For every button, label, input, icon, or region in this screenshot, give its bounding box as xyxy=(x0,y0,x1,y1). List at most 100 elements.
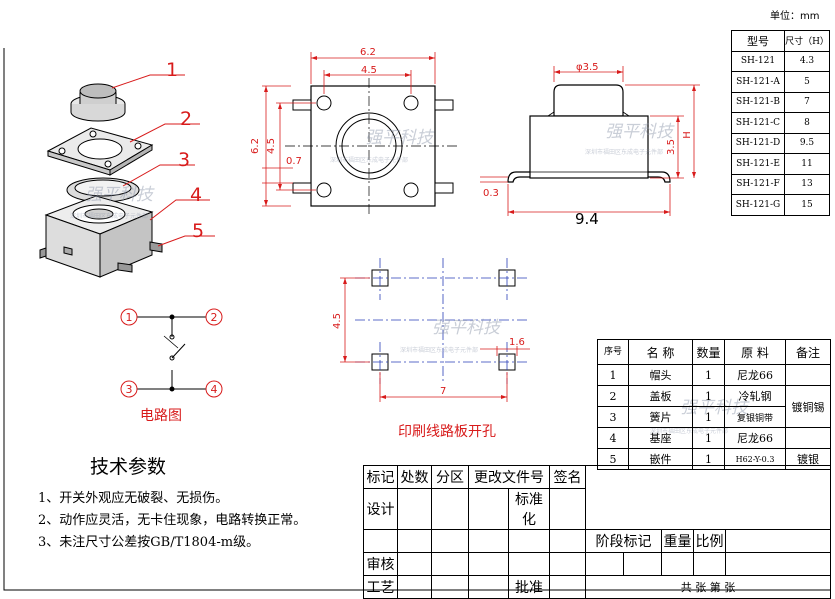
model-cell: SH-121-E xyxy=(731,153,785,175)
circuit-diagram xyxy=(137,314,206,392)
title-scale: 比例 xyxy=(693,529,726,553)
size-cell: 4.3 xyxy=(784,50,830,72)
bom-note xyxy=(785,364,831,386)
dim-pcb-pad: 1.6 xyxy=(509,337,525,348)
title-mark: 标记 xyxy=(363,465,398,489)
part-leaders xyxy=(111,74,215,247)
model-cell: SH-121-B xyxy=(731,91,785,113)
tech-item-3: 3、未注尺寸公差按GB/T1804-m级。 xyxy=(38,535,260,550)
title-blank xyxy=(585,465,831,530)
watermark-name: 强平科技 xyxy=(605,122,675,142)
size-cell: 11 xyxy=(784,153,830,175)
model-header-size: 尺寸（H） xyxy=(784,30,830,52)
circuit-node-3: 3 xyxy=(126,383,133,396)
exploded-view xyxy=(39,83,163,278)
size-cell: 5 xyxy=(784,71,830,93)
bom-header-note: 备注 xyxy=(785,339,831,365)
bom-material: 冷轧钢 xyxy=(724,385,786,407)
watermark-name: 强平科技 xyxy=(85,185,155,205)
watermark-2: 强平科技 深圳市福田区东成电子元件部 xyxy=(330,128,435,164)
watermark-subtitle: 深圳市福田区东成电子元件部 xyxy=(330,156,408,164)
cap-part xyxy=(70,83,126,122)
cover-plate-part xyxy=(46,127,154,176)
size-cell: 8 xyxy=(784,112,830,134)
bom-name: 盖板 xyxy=(628,385,693,407)
watermark-1: 强平科技 深圳市福田区东成电子元件部 xyxy=(70,185,155,220)
title-weight: 重量 xyxy=(661,529,694,553)
model-table-header: 型号 尺寸（H） xyxy=(731,30,830,52)
size-cell: 15 xyxy=(784,194,830,216)
circuit-nodes xyxy=(120,308,223,398)
part-label-3: 3 xyxy=(178,149,190,171)
title-block: 标记 处数 分区 更改文件号 签名 设计 标准化 阶段标记 重量 比例 审核 工… xyxy=(363,465,831,599)
table-row: 2 盖板 1 冷轧钢 镀铜锡 xyxy=(597,385,831,428)
dim-side-height-outer: 6.2 xyxy=(250,138,261,154)
side-view-dims xyxy=(480,66,700,216)
bom-name: 嵌件 xyxy=(628,448,693,470)
model-cell: SH-121-D xyxy=(731,132,785,154)
circuit-node-1: 1 xyxy=(126,311,133,324)
tech-item-1: 1、开关外观应无破裂、无损伤。 xyxy=(38,491,229,506)
dim-top-width-inner: 4.5 xyxy=(361,65,377,76)
model-cell: SH-121-A xyxy=(731,71,785,93)
title-count: 处数 xyxy=(397,465,432,489)
dim-body-height: 3.5 xyxy=(666,139,677,155)
tech-title: 技术参数 xyxy=(90,456,167,478)
table-row: 4 基座 1 尼龙66 xyxy=(597,427,831,449)
bom-note: 镀铜锡 xyxy=(785,385,831,428)
dim-height-var: H xyxy=(682,131,693,139)
title-approve: 批准 xyxy=(508,575,550,599)
bom-index: 3 xyxy=(597,406,629,428)
model-cell: SH-121-G xyxy=(731,194,785,216)
watermark-3: 强平科技 深圳市福田区东成电子元件部 xyxy=(585,122,675,156)
model-header-type: 型号 xyxy=(731,30,785,52)
unit-label: 单位：mm xyxy=(770,11,820,22)
bom-note xyxy=(785,427,831,449)
title-stage: 阶段标记 xyxy=(585,529,662,553)
bom-name: 帽头 xyxy=(628,364,693,386)
pcb-dims xyxy=(340,277,530,402)
watermark-name: 强平科技 xyxy=(432,318,502,338)
top-view-dims xyxy=(262,52,436,207)
title-sign: 签名 xyxy=(549,465,586,489)
bom-material: 尼龙66 xyxy=(724,427,786,449)
title-row: 审核 xyxy=(363,552,831,576)
bom-qty: 1 xyxy=(692,385,725,407)
bom-table: 序号 名 称 数量 原 料 备注 1 帽头 1 尼龙66 2 盖板 1 冷轧钢 … xyxy=(597,339,831,470)
bom-index: 2 xyxy=(597,385,629,407)
dim-pin-thickness: 0.3 xyxy=(483,188,499,199)
part-label-5: 5 xyxy=(192,220,204,242)
bom-header: 序号 名 称 数量 原 料 备注 xyxy=(597,339,831,365)
bom-material: 尼龙66 xyxy=(724,364,786,386)
watermark-subtitle: 深圳市福田区东成电子元件部 xyxy=(400,346,478,354)
title-row: 设计 标准化 xyxy=(363,488,831,530)
bom-material: 复银铜带 xyxy=(724,406,786,428)
bom-header-qty: 数量 xyxy=(692,339,725,365)
bom-header-index: 序号 xyxy=(597,339,629,365)
part-label-4: 4 xyxy=(190,184,202,206)
size-cell: 13 xyxy=(784,173,830,195)
bom-name: 基座 xyxy=(628,427,693,449)
circuit-node-4: 4 xyxy=(211,383,218,396)
size-cell: 9.5 xyxy=(784,132,830,154)
title-design: 设计 xyxy=(363,488,398,530)
bom-index: 4 xyxy=(597,427,629,449)
bom-qty: 1 xyxy=(692,406,725,428)
base-part xyxy=(39,195,163,278)
dim-pcb-height: 4.5 xyxy=(332,313,343,329)
circuit-caption: 电路图 xyxy=(140,408,182,424)
tech-item-2: 2、动作应灵活，无卡住现象，电路转换正常。 xyxy=(38,513,307,528)
dim-top-width-outer: 6.2 xyxy=(360,47,376,58)
watermark-4: 强平科技 深圳市福田区东成电子元件部 xyxy=(400,318,502,354)
circuit-node-2: 2 xyxy=(211,311,218,324)
title-row: 阶段标记 重量 比例 xyxy=(363,529,831,553)
part-label-1: 1 xyxy=(166,59,178,81)
